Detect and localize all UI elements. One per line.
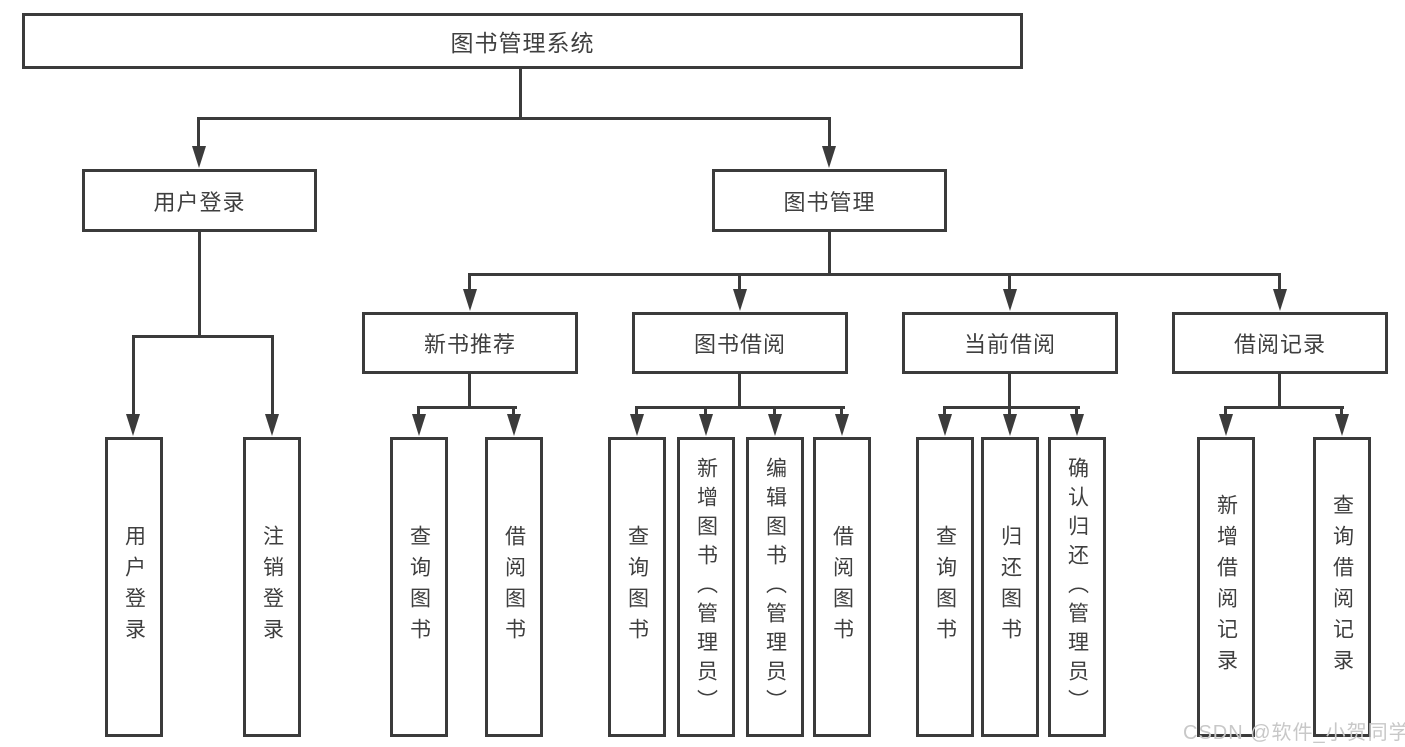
connector-to-user-login: [197, 117, 200, 149]
arrow-down-icon: [1070, 414, 1084, 436]
connector-to-br-query: [1340, 406, 1343, 418]
arrow-down-icon: [1273, 289, 1287, 311]
connector-bb-hline: [635, 406, 845, 409]
connector-book-management-stem: [828, 232, 831, 276]
connector-to-nr-borrow: [512, 406, 515, 418]
connector-br-stem: [1278, 374, 1281, 409]
arrow-down-icon: [1003, 289, 1017, 311]
node-cb-return-books: 归还图书: [981, 437, 1039, 737]
node-ul-logout: 注销登录: [243, 437, 301, 737]
connector-cb-hline: [943, 406, 1080, 409]
node-book-management: 图书管理: [712, 169, 947, 232]
connector-user-login-hline: [132, 335, 274, 338]
arrow-down-icon: [412, 414, 426, 436]
connector-to-cb-return: [1008, 406, 1011, 418]
node-br-query-record: 查询借阅记录: [1313, 437, 1371, 737]
connector-to-book-management: [828, 117, 831, 149]
arrow-down-icon: [768, 414, 782, 436]
connector-to-nr-query: [417, 406, 420, 418]
node-ul-user-login: 用户登录: [105, 437, 163, 737]
arrow-down-icon: [835, 414, 849, 436]
connector-to-br-add: [1224, 406, 1227, 418]
node-borrowing-records: 借阅记录: [1172, 312, 1388, 374]
node-current-borrowing: 当前借阅: [902, 312, 1118, 374]
node-cb-query-books: 查询图书: [916, 437, 974, 737]
connector-to-cb-confirm: [1075, 406, 1078, 418]
arrow-down-icon: [126, 414, 140, 436]
arrow-down-icon: [192, 146, 206, 168]
connector-root-hline: [197, 117, 831, 120]
connector-to-new-book-recommend: [468, 273, 471, 293]
connector-root-stem: [519, 69, 522, 120]
connector-to-book-borrowing: [738, 273, 741, 293]
connector-to-bb-add: [704, 406, 707, 418]
connector-to-current-borrowing: [1008, 273, 1011, 293]
arrow-down-icon: [507, 414, 521, 436]
connector-br-hline: [1224, 406, 1344, 409]
connector-to-borrowing-records: [1278, 273, 1281, 293]
arrow-down-icon: [265, 414, 279, 436]
connector-book-management-hline: [468, 273, 1281, 276]
connector-nr-stem: [468, 374, 471, 409]
connector-user-login-stem: [198, 232, 201, 338]
connector-to-ul-logout: [271, 335, 274, 418]
connector-bb-stem: [738, 374, 741, 409]
connector-nr-hline: [417, 406, 517, 409]
arrow-down-icon: [699, 414, 713, 436]
arrow-down-icon: [463, 289, 477, 311]
arrow-down-icon: [938, 414, 952, 436]
node-nr-query-books: 查询图书: [390, 437, 448, 737]
arrow-down-icon: [630, 414, 644, 436]
node-new-book-recommend: 新书推荐: [362, 312, 578, 374]
connector-to-bb-borrow: [840, 406, 843, 418]
connector-to-cb-query: [943, 406, 946, 418]
node-cb-confirm-return: 确认归还（管理员）: [1048, 437, 1106, 737]
node-bb-borrow-books: 借阅图书: [813, 437, 871, 737]
node-bb-query-books: 查询图书: [608, 437, 666, 737]
node-br-add-record: 新增借阅记录: [1197, 437, 1255, 737]
connector-to-bb-edit: [773, 406, 776, 418]
csdn-watermark: CSDN @软件_小贺同学: [1183, 722, 1405, 744]
connector-cb-stem: [1008, 374, 1011, 409]
arrow-down-icon: [733, 289, 747, 311]
arrow-down-icon: [1219, 414, 1233, 436]
connector-to-bb-query: [635, 406, 638, 418]
node-bb-edit-books: 编辑图书（管理员）: [746, 437, 804, 737]
arrow-down-icon: [822, 146, 836, 168]
connector-to-ul-user-login: [132, 335, 135, 418]
node-user-login: 用户登录: [82, 169, 317, 232]
arrow-down-icon: [1003, 414, 1017, 436]
node-root: 图书管理系统: [22, 13, 1023, 69]
node-bb-add-books: 新增图书（管理员）: [677, 437, 735, 737]
arrow-down-icon: [1335, 414, 1349, 436]
node-nr-borrow-books: 借阅图书: [485, 437, 543, 737]
node-book-borrowing: 图书借阅: [632, 312, 848, 374]
